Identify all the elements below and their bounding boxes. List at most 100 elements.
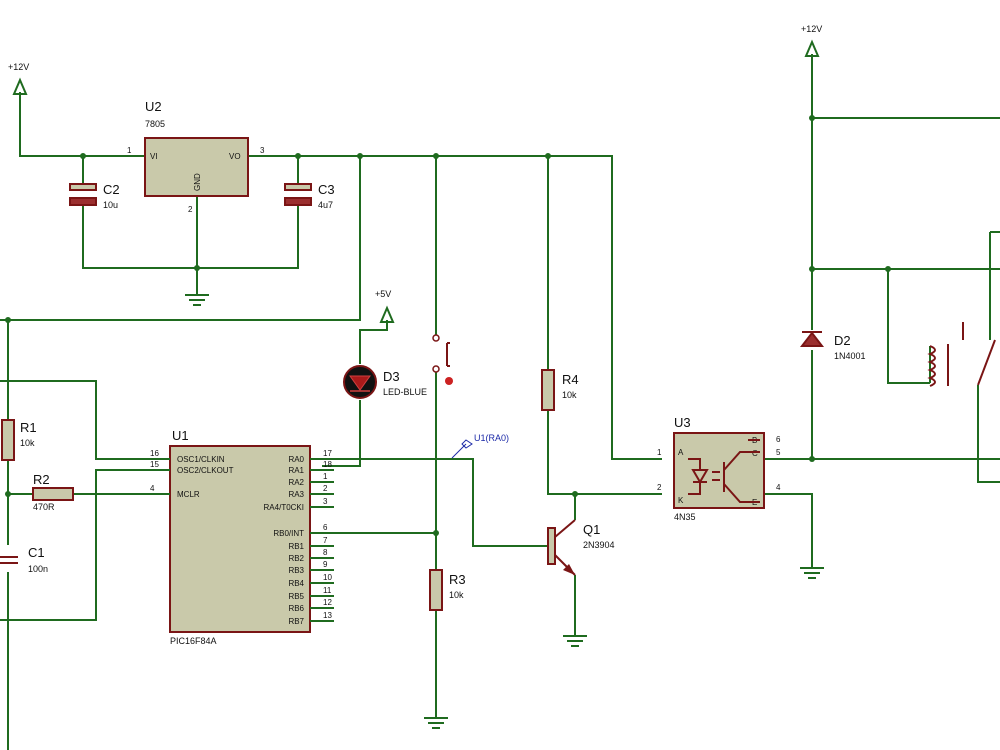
junction-dot bbox=[194, 265, 200, 271]
component-ref: Q1 bbox=[583, 522, 600, 537]
component-value: 4N35 bbox=[674, 512, 696, 522]
u1-pin-name: OSC2/CLKOUT bbox=[177, 466, 234, 475]
component-value: 4u7 bbox=[318, 200, 333, 210]
u1-pin-number: 4 bbox=[150, 484, 155, 493]
pin-number: 2 bbox=[188, 205, 193, 214]
junction-dot bbox=[809, 115, 815, 121]
u1-pin-name: MCLR bbox=[177, 490, 200, 499]
u1-pin-number: 2 bbox=[323, 484, 328, 493]
component-ref: U1 bbox=[172, 428, 189, 443]
component-value: PIC16F84A bbox=[170, 636, 217, 646]
junction-dot bbox=[433, 530, 439, 536]
ground-symbol bbox=[563, 635, 587, 647]
junction-dot bbox=[80, 153, 86, 159]
component-value: 1N4001 bbox=[834, 351, 866, 361]
resistor-r4[interactable]: R4 10k bbox=[541, 369, 579, 411]
u1-pin-number: 1 bbox=[323, 472, 328, 481]
pin-name: VI bbox=[150, 152, 158, 161]
pin-number: 3 bbox=[260, 146, 265, 155]
resistor-r1[interactable]: R1 10k bbox=[1, 419, 37, 461]
u1-pin-number: 9 bbox=[323, 560, 328, 569]
junction-dot bbox=[433, 153, 439, 159]
diode-d2[interactable]: D2 1N4001 bbox=[799, 331, 866, 361]
pushbutton-switch[interactable] bbox=[432, 334, 453, 385]
component-ref: R4 bbox=[562, 372, 579, 387]
optocoupler-u3[interactable]: U3 4N35 A K B C E 1 2 6 5 4 bbox=[657, 415, 781, 522]
u1-pin-name: RA0 bbox=[288, 455, 304, 464]
junction-dot bbox=[545, 153, 551, 159]
power-12v-left: +12V bbox=[8, 62, 29, 95]
power-label: +5V bbox=[375, 289, 391, 299]
component-value: 10k bbox=[449, 590, 464, 600]
component-value: 10u bbox=[103, 200, 118, 210]
u1-pin-name: RA4/T0CKI bbox=[264, 503, 304, 512]
resistor-r3[interactable]: R3 10k bbox=[429, 569, 466, 611]
u1-pin-number: 3 bbox=[323, 497, 328, 506]
u1-pin-number: 7 bbox=[323, 536, 328, 545]
component-value: 7805 bbox=[145, 119, 165, 129]
junction-dot bbox=[5, 491, 11, 497]
capacitor-c1[interactable]: C1 100n bbox=[0, 545, 48, 574]
junction-dot bbox=[885, 266, 891, 272]
junction-dot bbox=[809, 266, 815, 272]
u1-pin-name: RB4 bbox=[288, 579, 304, 588]
u1-pin-number: 12 bbox=[323, 598, 332, 607]
u1-pin-number: 16 bbox=[150, 449, 159, 458]
component-ref: R2 bbox=[33, 472, 50, 487]
ground-symbol bbox=[800, 567, 824, 579]
u1-pin-name: RB6 bbox=[288, 604, 304, 613]
pin-name: VO bbox=[229, 152, 241, 161]
relay[interactable] bbox=[927, 322, 996, 387]
u1-pin-name: OSC1/CLKIN bbox=[177, 455, 225, 464]
pin-name: C bbox=[752, 449, 758, 458]
regulator-u2[interactable]: U2 7805 VI VO GND 1 3 2 bbox=[127, 99, 265, 214]
pin-name: K bbox=[678, 496, 684, 505]
junction-dot bbox=[5, 317, 11, 323]
pin-number: 5 bbox=[776, 448, 781, 457]
u1-pin-number: 17 bbox=[323, 449, 332, 458]
component-ref: C1 bbox=[28, 545, 45, 560]
junction-dot bbox=[357, 153, 363, 159]
component-value: 10k bbox=[562, 390, 577, 400]
component-value: 470R bbox=[33, 502, 55, 512]
ground-symbol bbox=[185, 294, 209, 306]
u1-right-pins: RA017RA118RA21RA32RA4/T0CKI3RB0/INT6RB17… bbox=[264, 449, 334, 626]
junctions bbox=[5, 115, 891, 536]
junction-dot bbox=[572, 491, 578, 497]
voltage-probe[interactable]: U1(RA0) bbox=[451, 433, 509, 459]
u1-pin-name: RB0/INT bbox=[273, 529, 304, 538]
capacitor-c3[interactable]: C3 4u7 bbox=[284, 182, 335, 210]
component-value: 10k bbox=[20, 438, 35, 448]
u1-pin-name: RB5 bbox=[288, 592, 304, 601]
microcontroller-u1[interactable]: U1 PIC16F84A OSC1/CLKIN16OSC2/CLKOUT15MC… bbox=[148, 428, 334, 646]
pin-number: 1 bbox=[127, 146, 132, 155]
pin-name: A bbox=[678, 448, 684, 457]
pin-number: 1 bbox=[657, 448, 662, 457]
component-ref: U3 bbox=[674, 415, 691, 430]
component-value: 100n bbox=[28, 564, 48, 574]
power-label: +12V bbox=[8, 62, 29, 72]
capacitor-c2[interactable]: C2 10u bbox=[69, 182, 120, 210]
power-5v: +5V bbox=[375, 289, 395, 323]
component-ref: D2 bbox=[834, 333, 851, 348]
pin-number: 2 bbox=[657, 483, 662, 492]
junction-dot bbox=[295, 153, 301, 159]
u1-pin-name: RA1 bbox=[288, 466, 304, 475]
pin-name: GND bbox=[193, 173, 202, 191]
u1-pin-name: RA2 bbox=[288, 478, 304, 487]
u1-pin-number: 18 bbox=[323, 460, 332, 469]
component-value: LED-BLUE bbox=[383, 387, 427, 397]
u1-pin-name: RB2 bbox=[288, 554, 304, 563]
junction-dot bbox=[809, 456, 815, 462]
resistor-r2[interactable]: R2 470R bbox=[32, 472, 74, 512]
pin-number: 4 bbox=[776, 483, 781, 492]
u1-pin-number: 11 bbox=[323, 586, 332, 595]
led-d3[interactable]: D3 LED-BLUE bbox=[343, 365, 427, 399]
u1-pin-number: 8 bbox=[323, 548, 328, 557]
power-12v-right: +12V bbox=[801, 24, 822, 57]
component-ref: U2 bbox=[145, 99, 162, 114]
u1-pin-name: RB3 bbox=[288, 566, 304, 575]
component-ref: R3 bbox=[449, 572, 466, 587]
transistor-q1[interactable]: Q1 2N3904 bbox=[547, 519, 615, 576]
